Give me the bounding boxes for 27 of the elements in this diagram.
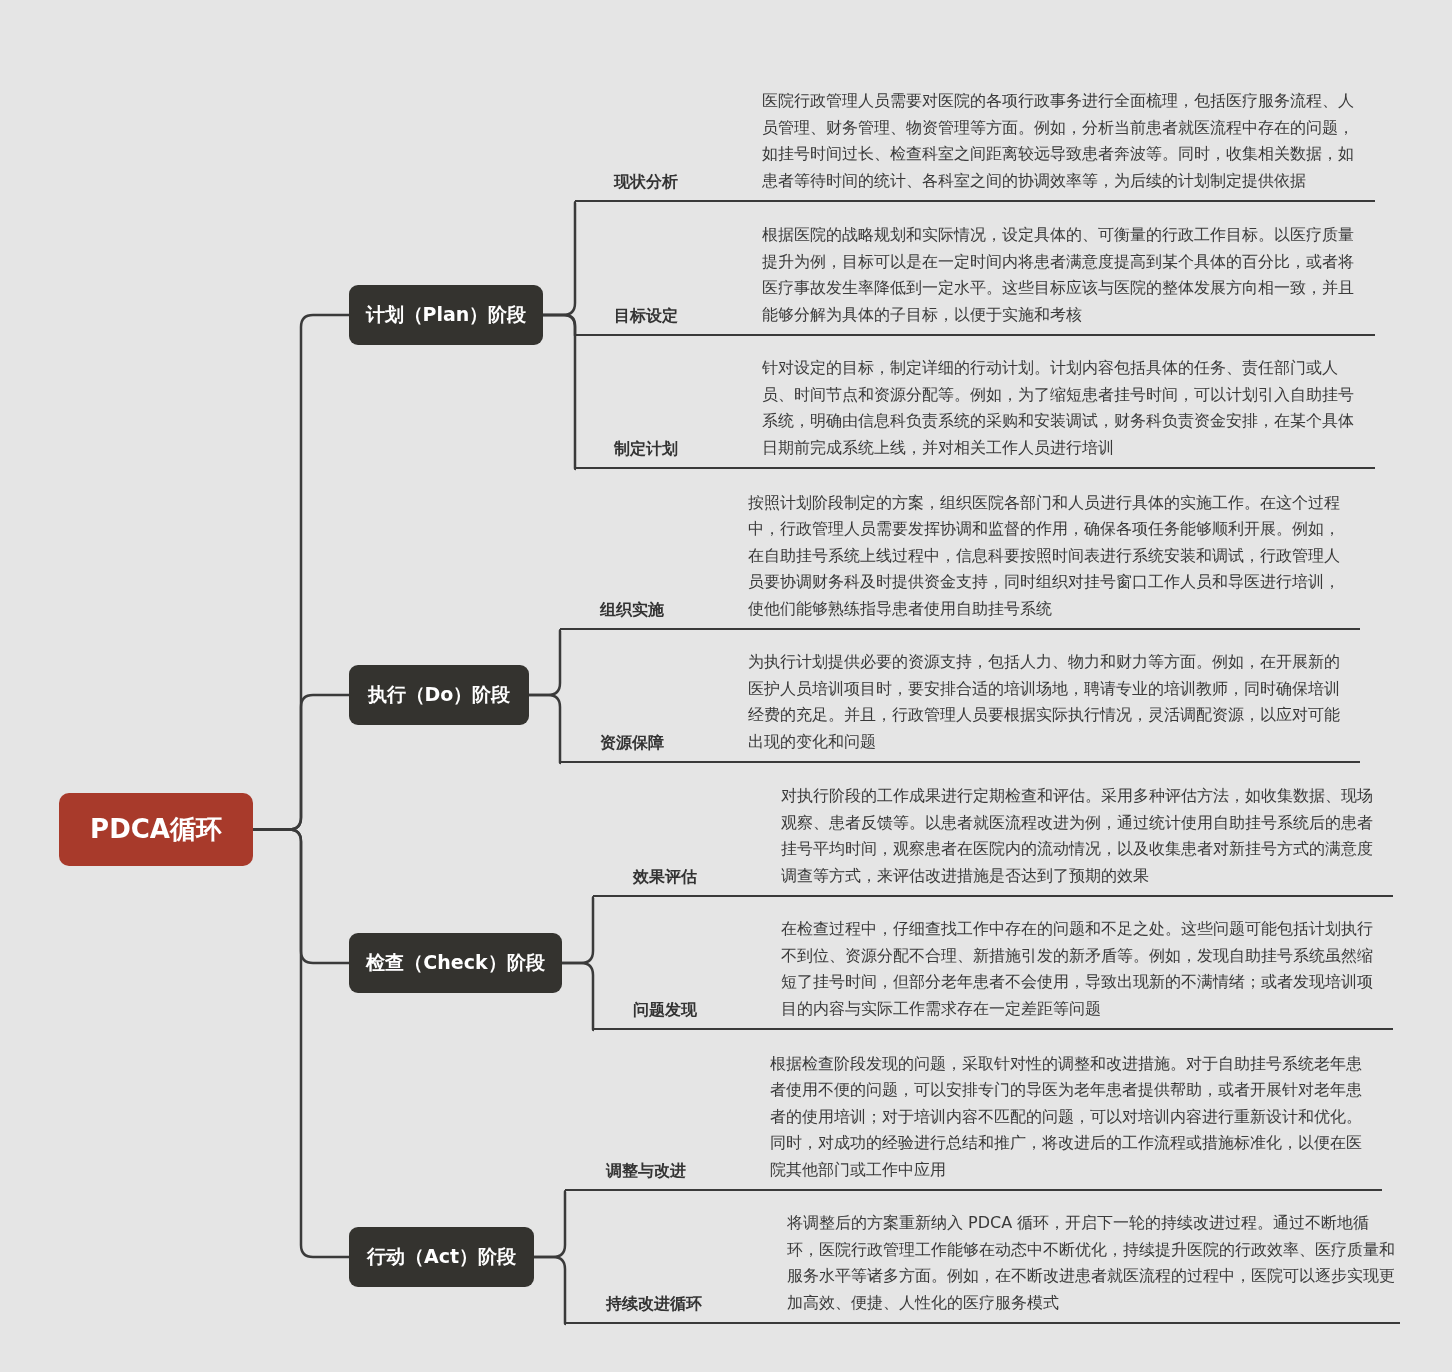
connector-line [543,313,578,471]
topic-label: 调整与改进 [606,1161,686,1182]
topic-label: 问题发现 [633,1000,697,1021]
phase-box: 计划（Plan）阶段 [349,285,543,345]
description-text: 按照计划阶段制定的方案，组织医院各部门和人员进行具体的实施工作。在这个过程中，行政管理人员需要发挥协调和监督的作用，确保各项任务能够顺利开展。例如，在自助挂号系统上线过程中，信息科要按照时间表进行系统安装和调试，行政管理人员要协调财务科及时提供资金支持，同时组织对挂号窗口工作人员和导医进行培训，使他们能够熟练指导患者使用自助挂号系统 [748,491,1341,620]
connector-line [529,693,563,765]
connector-line [562,961,596,1032]
description-text: 对执行阶段的工作成果进行定期检查和评估。采用多种评估方法，如收集数据、现场观察、患者反馈等。以患者就医流程改进为例，通过统计使用自助挂号系统后的患者挂号平均时间，观察患者在医院内的流动情况，以及收集患者对新挂号方式的满意度调查等方式，来评估改进措施是否达到了预期的效果 [781,785,1374,887]
topic-label: 制定计划 [614,439,678,460]
description-text: 根据检查阶段发现的问题，采取针对性的调整和改进措施。对于自助挂号系统老年患者使用不便的问题，可以安排专门的导医为老年患者提供帮助，或者开展针对老年患者的使用培训；对于培训内容不匹配的问题，可以对培训内容进行重新设计和优化。同时，对成功的经验进行总结和推广，将改进后的工作流程或措施标准化，以便在医院其他部门或工作中应用 [770,1052,1363,1181]
topic-label: 资源保障 [600,733,664,754]
phase-box: 行动（Act）阶段 [349,1227,534,1287]
description-text: 根据医院的战略规划和实际情况，设定具体的、可衡量的行政工作目标。以医疗质量提升为例，目标可以是在一定时间内将患者满意度提高到某个具体的百分比，或者将医疗事故发生率降低到一定水平。这些目标应该与医院的整体发展方向相一致，并且能够分解为具体的子目标，以便于实施和考核 [762,224,1355,326]
description-text: 针对设定的目标，制定详细的行动计划。计划内容包括具体的任务、责任部门或人员、时间节点和资源分配等。例如，为了缩短患者挂号时间，可以计划引入自助挂号系统，明确由信息科负责系统的采购和安装调试，财务科负责资金安排，在某个具体日期前完成系统上线，并对相关工作人员进行培训 [762,357,1355,459]
root-box: PDCA循环 [59,793,253,866]
description-text: 在检查过程中，仔细查找工作中存在的问题和不足之处。这些问题可能包括计划执行不到位、资源分配不合理、新措施引发的新矛盾等。例如，发现自助挂号系统虽然缩短了挂号时间，但部分老年患者不会使用，导致出现新的不满情绪；或者发现培训项目的内容与实际工作需求存在一定差距等问题 [781,918,1374,1020]
topic-label: 组织实施 [600,600,664,621]
phase-box: 执行（Do）阶段 [349,665,529,725]
phase-box: 检查（Check）阶段 [349,933,562,993]
topic-label: 现状分析 [614,172,678,193]
topic-label: 目标设定 [614,306,678,327]
connector-line [534,1255,568,1326]
topic-label: 效果评估 [633,867,697,888]
description-text: 医院行政管理人员需要对医院的各项行政事务进行全面梳理，包括医疗服务流程、人员管理、财务管理、物资管理等方面。例如，分析当前患者就医流程中存在的问题，如挂号时间过长、检查科室之间距离较远导致患者奔波等。同时，收集相关数据，如患者等待时间的统计、各科室之间的协调效率等，为后续的计划制定提供依据 [762,90,1355,192]
description-text: 将调整后的方案重新纳入 PDCA 循环，开启下一轮的持续改进过程。通过不断地循环，医院行政管理工作能够在动态中不断优化，持续提升医院的行政效率、医疗质量和服务水平等诸多方面。例如，在不断改进患者就医流程的过程中，医院可以逐步实现更加高效、便捷、人性化的医疗服务模式 [787,1212,1396,1314]
topic-label: 持续改进循环 [606,1294,702,1315]
description-text: 为执行计划提供必要的资源支持，包括人力、物力和财力等方面。例如，在开展新的医护人员培训项目时，要安排合适的培训场地，聘请专业的培训教师，同时确保培训经费的充足。并且，行政管理人员要根据实际执行情况，灵活调配资源，以应对可能出现的变化和问题 [748,651,1341,753]
